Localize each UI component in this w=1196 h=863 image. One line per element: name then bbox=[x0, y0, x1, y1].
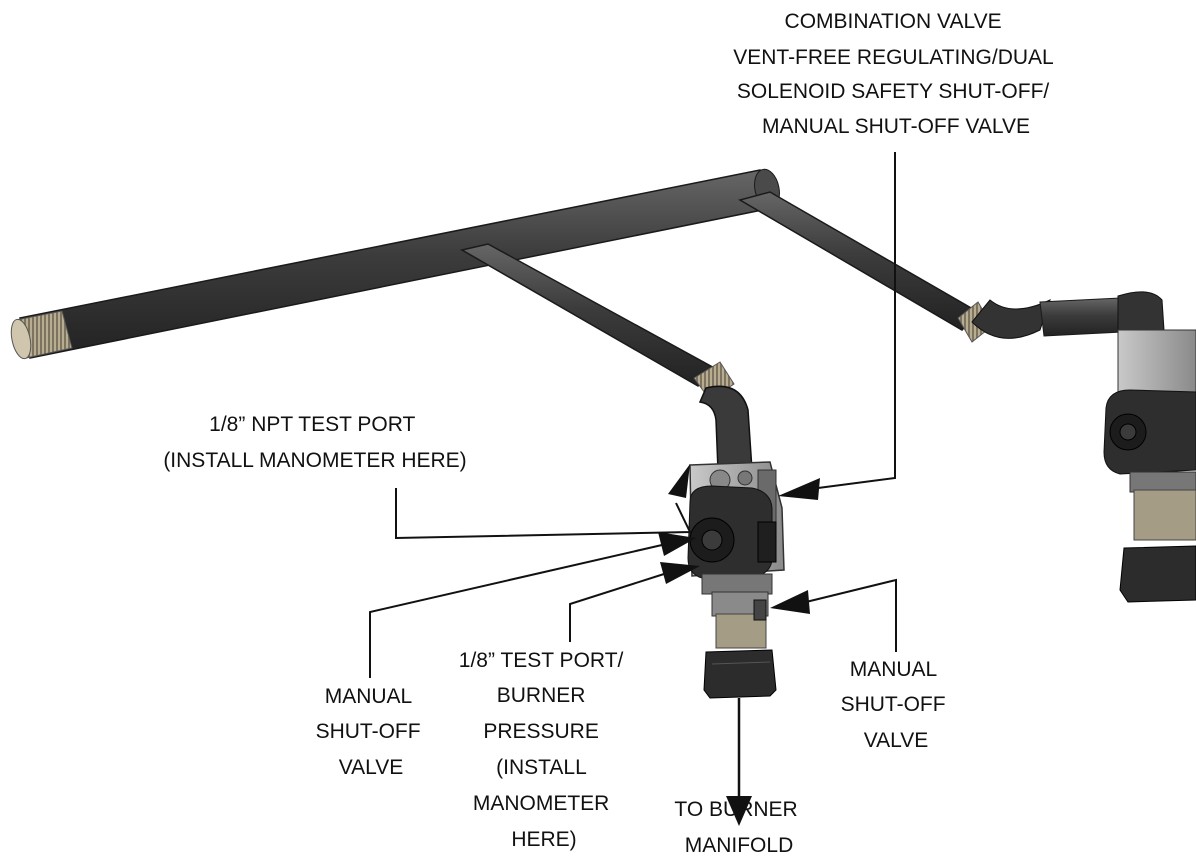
label-manual-shutoff-right: MANUAL SHUT-OFF VALVE bbox=[841, 658, 952, 752]
left-elbow bbox=[698, 385, 753, 471]
combination-valve-left bbox=[687, 461, 785, 595]
leader-combination-valve bbox=[778, 152, 896, 500]
arrow-to-burner-manifold bbox=[726, 698, 752, 826]
leader-manual-shutoff-right bbox=[770, 578, 897, 652]
label-manual-shutoff-left: MANUAL SHUT-OFF VALVE bbox=[316, 685, 427, 779]
label-burner-test-port: 1/8” TEST PORT/ BURNER PRESSURE (INSTALL… bbox=[459, 649, 629, 851]
branch-pipe-left bbox=[459, 243, 735, 401]
branch-pipe-right bbox=[738, 191, 1167, 363]
leader-npt-test-port bbox=[395, 464, 692, 540]
main-header-pipe bbox=[10, 168, 780, 360]
leader-burner-test-port bbox=[569, 562, 700, 642]
leader-manual-shutoff-left bbox=[369, 532, 696, 678]
combination-valve-right bbox=[1103, 329, 1196, 603]
shutoff-valve-left bbox=[703, 591, 777, 699]
label-npt-test-port: 1/8” NPT TEST PORT (INSTALL MANOMETER HE… bbox=[163, 413, 466, 472]
label-to-burner-manifold: TO BURNER MANIFOLD bbox=[674, 798, 803, 857]
label-combination-valve: COMBINATION VALVE VENT-FREE REGULATING/D… bbox=[733, 10, 1059, 138]
